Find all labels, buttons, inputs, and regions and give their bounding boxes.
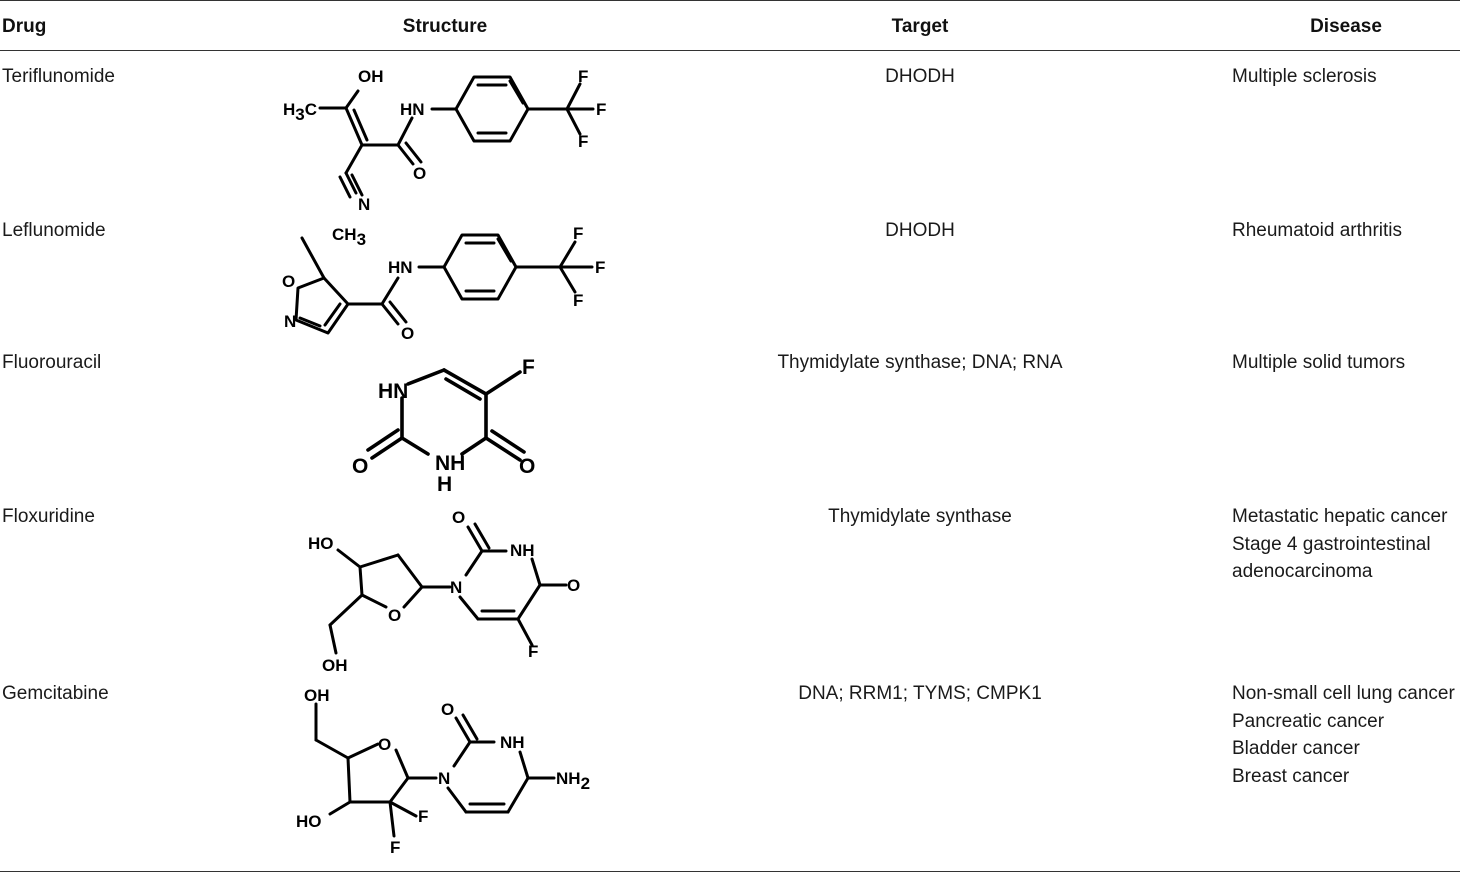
label-ch3: CH3 <box>332 225 366 249</box>
label-f3: F <box>578 132 588 151</box>
target-gemcitabine: DNA; RRM1; TYMS; CMPK1 <box>798 683 1042 704</box>
teriflunomide-structure: OH H3C HN O N F F F <box>283 67 606 214</box>
target-teriflunomide: DHODH <box>885 66 955 87</box>
drug-name-floxuridine: Floxuridine <box>2 506 95 527</box>
label-f2: F <box>595 258 605 277</box>
label-o-ring: O <box>388 606 401 625</box>
label-n: N <box>358 195 370 214</box>
floxuridine-structure: HO O OH N O NH O F <box>308 508 580 675</box>
header-bottom-rule <box>0 50 1460 51</box>
label-h: H <box>437 473 452 496</box>
fluorouracil-structure: F HN O NH O H <box>352 356 535 496</box>
disease-line: adenocarcinoma <box>1232 561 1373 582</box>
label-hn: HN <box>388 258 413 277</box>
disease-fluorouracil: Multiple solid tumors <box>1232 349 1405 377</box>
disease-floxuridine: Metastatic hepatic cancer Stage 4 gastro… <box>1232 503 1447 586</box>
label-nh2: NH2 <box>556 769 590 793</box>
drug-name-leflunomide: Leflunomide <box>2 220 106 241</box>
disease-line: Metastatic hepatic cancer <box>1232 506 1448 527</box>
label-hn: HN <box>378 380 408 403</box>
label-f1: F <box>418 807 428 826</box>
label-o1: O <box>352 455 368 478</box>
disease-line: Multiple sclerosis <box>1232 66 1377 87</box>
header-structure: Structure <box>402 16 488 37</box>
label-f: F <box>522 356 535 379</box>
label-hn: HN <box>400 100 425 119</box>
disease-line: Stage 4 gastrointestinal <box>1232 533 1431 555</box>
label-o: O <box>401 324 414 343</box>
label-nh: NH <box>510 541 535 560</box>
disease-gemcitabine: Non-small cell lung cancer Pancreatic ca… <box>1232 680 1455 790</box>
disease-line: Bladder cancer <box>1232 738 1360 759</box>
label-n: N <box>438 769 450 788</box>
label-o-ring: O <box>378 735 391 754</box>
disease-line: Breast cancer <box>1232 765 1350 787</box>
target-fluorouracil: Thymidylate synthase; DNA; RNA <box>777 352 1063 373</box>
label-f3: F <box>573 291 583 310</box>
label-f1: F <box>573 224 583 243</box>
label-n: N <box>450 578 462 597</box>
header-drug: Drug <box>2 16 47 37</box>
label-o2: O <box>519 455 535 478</box>
label-oh: OH <box>322 656 348 675</box>
target-leflunomide: DHODH <box>885 220 955 241</box>
header-target: Target <box>891 16 949 37</box>
table-top-rule <box>0 0 1460 1</box>
label-o-top: O <box>441 700 454 719</box>
disease-leflunomide: Rheumatoid arthritis <box>1232 217 1402 245</box>
drug-name-fluorouracil: Fluorouracil <box>2 352 102 373</box>
label-o-right: O <box>567 576 580 595</box>
label-ho: HO <box>308 534 334 553</box>
label-ho: HO <box>296 812 322 831</box>
table-bottom-rule <box>0 871 1460 872</box>
label-o-top: O <box>452 508 465 527</box>
label-oh: OH <box>358 67 384 86</box>
label-nh: NH <box>500 733 525 752</box>
header-disease: Disease <box>1310 16 1382 37</box>
label-f1: F <box>578 67 588 86</box>
label-f2: F <box>596 100 606 119</box>
gemcitabine-structure: OH O HO F F N O NH NH2 <box>296 686 590 857</box>
label-f2: F <box>390 838 400 857</box>
disease-line: Rheumatoid arthritis <box>1232 220 1403 241</box>
disease-line: Non-small cell lung cancer <box>1232 683 1455 704</box>
label-nh: NH <box>435 452 465 475</box>
drug-name-gemcitabine: Gemcitabine <box>2 683 109 704</box>
drug-name-teriflunomide: Teriflunomide <box>2 66 115 87</box>
label-n-ring: N <box>284 312 296 331</box>
disease-teriflunomide: Multiple sclerosis <box>1232 63 1377 91</box>
label-o: O <box>413 164 426 183</box>
label-f: F <box>528 642 538 661</box>
label-o-ring: O <box>282 272 295 291</box>
target-floxuridine: Thymidylate synthase <box>828 506 1012 527</box>
disease-line: Multiple solid tumors <box>1232 352 1406 373</box>
label-h3c: H3C <box>283 100 317 124</box>
disease-line: Pancreatic cancer <box>1232 710 1385 732</box>
label-oh: OH <box>304 686 330 705</box>
leflunomide-structure: CH3 O N HN O F F F <box>282 224 605 343</box>
